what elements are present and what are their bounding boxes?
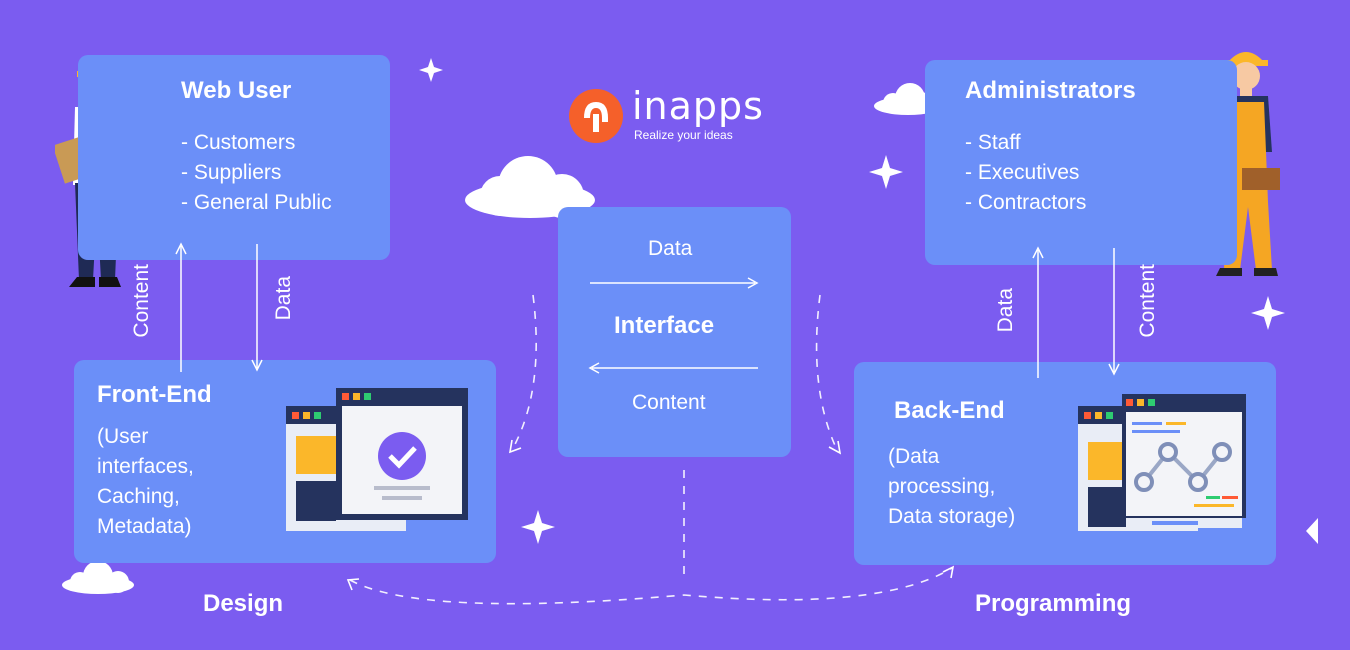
sparkle-icon [1251,296,1285,330]
back-end-title: Back-End [894,397,1005,424]
design-label: Design [203,590,284,617]
interface-data-label: Data [648,237,693,260]
interface-title: Interface [614,312,715,339]
logo-brand: inapps [632,84,764,128]
sparkle-icon [869,155,903,189]
front-end-line: (User [97,425,149,448]
front-end-line: Metadata) [97,515,192,538]
browser-window-chart-icon [1078,394,1246,531]
left-data-label: Data [272,276,295,321]
back-end-box: Back-End (Data processing, Data storage) [854,362,1276,565]
left-content-label: Content [130,264,153,338]
front-end-line: Caching, [97,485,180,508]
right-content-label: Content [1136,264,1159,338]
front-end-line: interfaces, [97,455,194,478]
sparkle-icon [1306,518,1318,544]
logo-tagline: Realize your ideas [634,128,733,142]
back-end-line: Data storage) [888,505,1016,528]
back-end-line: processing, [888,475,996,498]
sparkle-icon [419,58,443,82]
front-end-title: Front-End [97,381,212,408]
programming-label: Programming [975,590,1132,617]
front-end-box: Front-End (User interfaces, Caching, Met… [74,360,496,563]
administrators-item: - Executives [965,161,1080,184]
web-user-item: - Customers [181,131,296,154]
back-end-line: (Data [888,445,940,468]
administrators-box: Administrators - Staff - Executives - Co… [925,60,1237,265]
web-user-item: - General Public [181,191,332,214]
right-data-label: Data [994,288,1017,333]
interface-content-label: Content [632,391,706,414]
web-user-box: Web User - Customers - Suppliers - Gener… [78,55,390,260]
web-user-title: Web User [181,77,292,104]
browser-window-check-icon [286,388,468,531]
cloud-icon [465,156,595,218]
cloud-icon [62,561,134,594]
logo-icon [569,89,623,143]
web-user-item: - Suppliers [181,161,282,184]
administrators-item: - Contractors [965,191,1087,214]
sparkle-icon [521,510,555,544]
interface-box: Data Interface Content [558,207,791,457]
brand-logo: inapps Realize your ideas [568,84,768,148]
administrators-title: Administrators [965,77,1136,104]
administrators-item: - Staff [965,131,1021,154]
